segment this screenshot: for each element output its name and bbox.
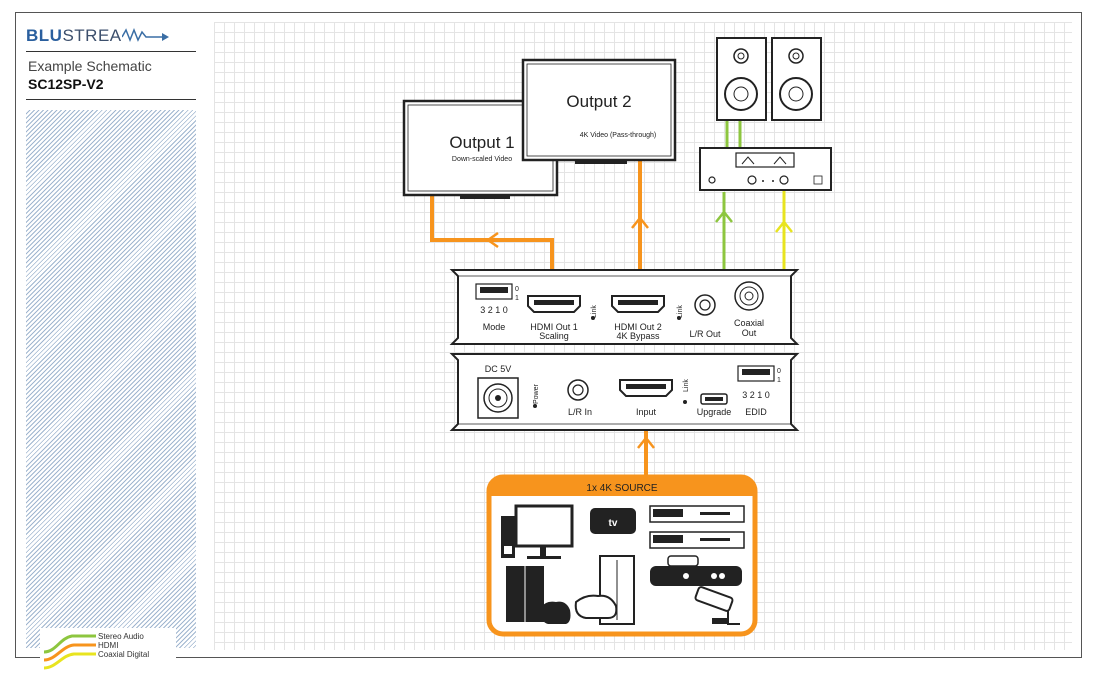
output-2-monitor: Output 2 4K Video (Pass-through): [521, 58, 677, 164]
bluray-player-icon: [649, 531, 745, 549]
extender-output-panel: 0 1 3 2 1 0 Mode HDMI Out 1 Scaling Link…: [449, 269, 800, 345]
speaker-wires: [725, 120, 742, 152]
legend-item-coax: Coaxial Digital: [98, 650, 150, 659]
lr-out-label: L/R Out: [689, 329, 721, 339]
model-number: SC12SP-V2: [28, 76, 104, 92]
output-1-monitor: Output 1 Down-scaled Video: [402, 99, 559, 199]
hdmi-out-2-sublabel: 4K Bypass: [616, 331, 660, 341]
link-led-icon: [677, 316, 681, 320]
pc-tower-icon: [501, 516, 515, 558]
apple-tv-icon: tv: [590, 508, 636, 534]
game-console-icon: [506, 566, 544, 622]
header-divider: [26, 51, 196, 52]
link-led-icon: [683, 400, 687, 404]
mode-dip-digits: 3 2 1 0: [480, 305, 508, 315]
dc-power-jack[interactable]: [477, 377, 519, 419]
output-1-caption: Down-scaled Video: [452, 156, 512, 163]
edid-dip-digits: 3 2 1 0: [742, 390, 770, 400]
hdmi-out-1-label: HDMI Out 1: [530, 322, 578, 332]
power-led-icon: [533, 404, 537, 408]
hdmi-out-1-link-label: Link: [591, 305, 598, 318]
legend-stereo-line: [43, 634, 96, 654]
legend-hdmi-line: [43, 643, 96, 662]
monitor-icon: [514, 504, 574, 559]
output-1-title: Output 1: [449, 133, 514, 152]
model-divider: [26, 99, 196, 100]
upgrade-label: Upgrade: [697, 407, 732, 417]
edid-dip-switch[interactable]: [737, 365, 775, 382]
mode-label: Mode: [483, 322, 506, 332]
link-led-icon: [591, 316, 595, 320]
gamepad-icon: [540, 601, 571, 624]
lr-in-label: L/R In: [568, 407, 592, 417]
hdmi-out-2-label: HDMI Out 2: [614, 322, 662, 332]
power-label: Power: [533, 383, 540, 404]
legend-item-hdmi: HDMI: [98, 641, 119, 650]
hdmi-out-2-port[interactable]: [611, 295, 665, 313]
speaker-icon: [771, 37, 822, 121]
mode-dip-top-label: 0: [515, 286, 519, 293]
edid-dip-top-label: 0: [777, 368, 781, 375]
hdmi-out-2-link-label: Link: [677, 305, 684, 318]
usb-upgrade-port[interactable]: [700, 393, 728, 405]
cctv-camera-icon: [694, 586, 740, 625]
output-2-caption: 4K Video (Pass-through): [580, 132, 657, 139]
source-title: 1x 4K SOURCE: [586, 483, 657, 494]
legend-item-stereo: Stereo Audio: [98, 632, 144, 641]
source-devices-box: 1x 4K SOURCE tv: [486, 474, 758, 637]
coaxial-out-sublabel: Out: [742, 328, 757, 338]
input-link-label: Link: [683, 379, 690, 392]
edid-dip-bottom-label: 1: [777, 377, 781, 384]
lr-in-jack[interactable]: [567, 379, 589, 401]
hdmi-input-port[interactable]: [619, 379, 673, 397]
input-label: Input: [636, 407, 657, 417]
brand-logo: BLUSTREA: [26, 26, 172, 46]
dc-5v-label: DC 5V: [485, 364, 512, 374]
output-2-title: Output 2: [566, 92, 631, 111]
blustream-wave-icon: [120, 27, 169, 43]
amplifier-icon: [699, 147, 832, 191]
mode-dip-bottom-label: 1: [515, 295, 519, 302]
satellite-receiver-icon: [650, 555, 742, 586]
hdmi-out-1-sublabel: Scaling: [539, 331, 569, 341]
coaxial-out-label: Coaxial: [734, 318, 764, 328]
bluray-player-icon: [649, 505, 745, 523]
schematic-subtitle: Example Schematic: [28, 58, 152, 74]
gamepad-icon: [574, 594, 618, 619]
apple-tv-text: tv: [609, 518, 618, 529]
lr-out-jack[interactable]: [694, 294, 716, 316]
hdmi-out-1-port[interactable]: [527, 295, 581, 313]
mode-dip-switch[interactable]: [475, 283, 513, 300]
extender-input-panel: DC 5V Power L/R In Input Link Upg: [449, 353, 800, 431]
edid-label: EDID: [745, 407, 767, 417]
coaxial-out-jack[interactable]: [734, 281, 764, 311]
speaker-icon: [716, 37, 767, 121]
